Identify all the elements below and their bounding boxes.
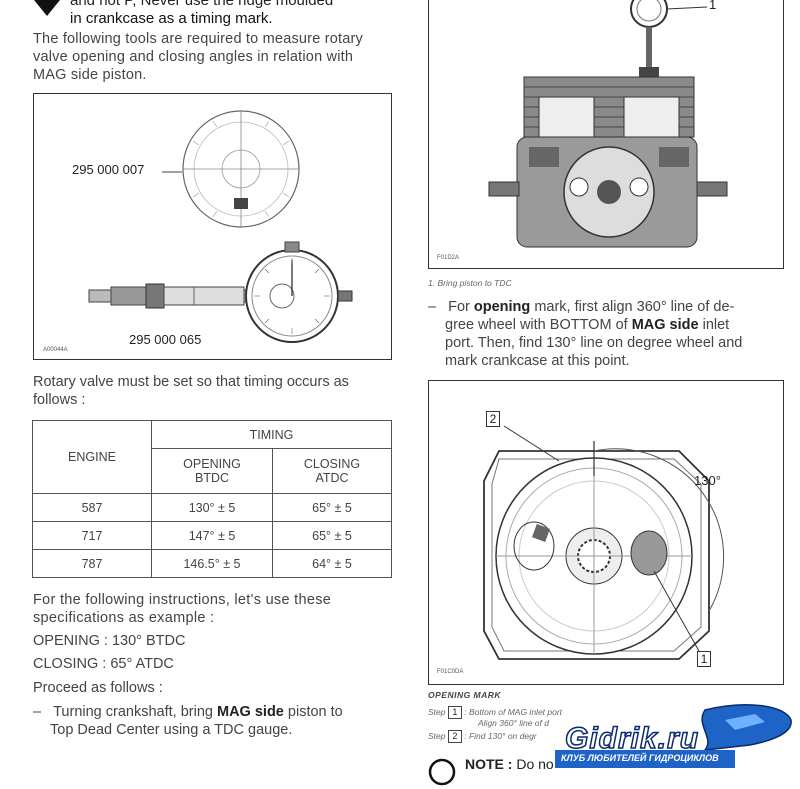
warning-line-1: and not P, Never use the ridge moulded bbox=[70, 0, 334, 9]
intro-line: valve opening and closing angles in rela… bbox=[33, 49, 354, 65]
opening-spec: OPENING : 130° BTDC bbox=[33, 633, 186, 649]
step-label: Step bbox=[428, 707, 446, 717]
table-row: 587 130° ± 5 65° ± 5 bbox=[32, 493, 392, 522]
step-label: Step bbox=[428, 731, 446, 741]
follow-line: For the following instructions, let's us… bbox=[33, 592, 332, 608]
instruction-text: inlet bbox=[702, 317, 730, 333]
jetski-logo-icon bbox=[555, 704, 792, 768]
instruction-text: gree wheel with BOTTOM of bbox=[445, 317, 628, 333]
closing-cell: 65° ± 5 bbox=[272, 521, 392, 550]
note-text: NOTE : Do no bbox=[465, 756, 554, 772]
follow-line: specifications as example : bbox=[33, 610, 215, 626]
instruction-text: Turning crankshaft, bring bbox=[53, 704, 213, 720]
table-row: 787 146.5° ± 5 64° ± 5 bbox=[32, 549, 392, 578]
figure-code: A00044A bbox=[43, 347, 68, 353]
engine-icon bbox=[488, 76, 728, 248]
step-2: Step 2 : Find 130° on degr bbox=[428, 730, 537, 743]
callout-1: 1 bbox=[697, 651, 711, 667]
opening-header-line: OPENING bbox=[183, 457, 241, 471]
closing-header: CLOSING ATDC bbox=[272, 448, 392, 494]
degree-wheel-part-number: 295 000 007 bbox=[72, 162, 145, 177]
instruction-text: For bbox=[448, 299, 470, 315]
timing-header: TIMING bbox=[151, 420, 392, 449]
dial-gauge-icon bbox=[88, 241, 353, 343]
rotary-line: Rotary valve must be set so that timing … bbox=[33, 374, 349, 390]
instruction-bold: opening bbox=[473, 299, 531, 315]
instruction-bold: MAG side bbox=[631, 317, 699, 333]
intro-paragraph: The following tools are required to meas… bbox=[33, 30, 393, 84]
rotary-paragraph: Rotary valve must be set so that timing … bbox=[33, 373, 393, 409]
callout-2: 2 bbox=[486, 411, 500, 427]
callout-1: 1 bbox=[709, 0, 717, 12]
figure-caption: 1. Bring piston to TDC bbox=[428, 278, 512, 288]
figure-title: OPENING MARK bbox=[428, 690, 502, 700]
gidrik-logo: Gidrik.ru КЛУБ ЛЮБИТЕЛЕЙ ГИДРОЦИКЛОВ bbox=[555, 700, 795, 775]
instruction-text: Top Dead Center using a TDC gauge. bbox=[50, 722, 293, 738]
closing-header-line: CLOSING bbox=[303, 457, 361, 471]
step-number: 1 bbox=[447, 706, 462, 719]
closing-cell: 64° ± 5 bbox=[272, 549, 392, 578]
tools-figure: 295 000 007 295 000 065 A00044A bbox=[33, 93, 392, 360]
step-text: : Find 130° on degr bbox=[464, 731, 537, 741]
instruction-line: mark crankcase at this point. bbox=[445, 353, 630, 369]
dial-gauge-part-number: 295 000 065 bbox=[129, 332, 202, 347]
step-text: : Bottom of MAG inlet port bbox=[464, 707, 563, 717]
instruction-line: port. Then, find 130° line on degree whe… bbox=[445, 335, 743, 351]
instruction-bold: MAG side bbox=[217, 704, 284, 720]
engine-illustration bbox=[488, 0, 728, 248]
warning-icon bbox=[34, 0, 60, 16]
logo-subtitle: КЛУБ ЛЮБИТЕЛЕЙ ГИДРОЦИКЛОВ bbox=[561, 753, 719, 763]
engine-cell: 587 bbox=[32, 493, 152, 522]
tdc-instruction: – Turning crankshaft, bring MAG side pis… bbox=[33, 703, 393, 739]
warning-line-2: in crankcase as a timing mark. bbox=[70, 10, 273, 27]
engine-header: ENGINE bbox=[32, 420, 152, 494]
logo-text: Gidrik.ru bbox=[564, 721, 700, 756]
note-body: Do no bbox=[516, 756, 554, 772]
step-1: Step 1 : Bottom of MAG inlet port bbox=[428, 706, 562, 719]
timing-table: ENGINE TIMING OPENING BTDC CLOSING ATDC … bbox=[32, 420, 392, 578]
opening-header: OPENING BTDC bbox=[151, 448, 273, 494]
rotary-line: follows : bbox=[33, 392, 86, 408]
closing-cell: 65° ± 5 bbox=[272, 493, 392, 522]
angle-label: 130° bbox=[694, 473, 721, 488]
intro-line: MAG side piston. bbox=[33, 67, 147, 83]
follow-paragraph: For the following instructions, let's us… bbox=[33, 591, 393, 627]
instruction-line: gree wheel with BOTTOM of MAG side inlet bbox=[445, 316, 788, 334]
step-number: 2 bbox=[447, 730, 462, 743]
closing-header-line: ATDC bbox=[315, 471, 349, 485]
opening-instruction: – For opening mark, first align 360° lin… bbox=[428, 298, 788, 370]
warning-text: and not P, Never use the ridge moulded i… bbox=[70, 0, 333, 28]
figure-code: F01C0DA bbox=[437, 669, 464, 675]
bullet-dash: – bbox=[33, 704, 42, 720]
intro-line: The following tools are required to meas… bbox=[33, 31, 363, 47]
degree-wheel-icon bbox=[495, 457, 693, 655]
opening-cell: 147° ± 5 bbox=[151, 521, 273, 550]
opening-cell: 130° ± 5 bbox=[151, 493, 273, 522]
engine-cell: 717 bbox=[32, 521, 152, 550]
engine-figure: 1 F01D2A bbox=[428, 0, 784, 269]
opening-mark-figure: 2 1 130° F01C0DA bbox=[428, 380, 784, 685]
opening-cell: 146.5° ± 5 bbox=[151, 549, 273, 578]
table-row: 717 147° ± 5 65° ± 5 bbox=[32, 521, 392, 550]
degree-wheel-icon bbox=[182, 110, 300, 228]
instruction-text: piston to bbox=[287, 704, 343, 720]
opening-mark-illustration bbox=[483, 425, 725, 660]
instruction-line: – For opening mark, first align 360° lin… bbox=[428, 298, 788, 316]
closing-spec: CLOSING : 65° ATDC bbox=[33, 656, 174, 672]
figure-code: F01D2A bbox=[437, 255, 460, 261]
tools-illustration bbox=[88, 110, 353, 343]
instruction-text: mark, first align 360° line of de- bbox=[534, 299, 735, 315]
proceed-text: Proceed as follows : bbox=[33, 680, 163, 696]
step-1-sub: Align 360° line of d bbox=[478, 718, 549, 728]
note-circle-icon bbox=[428, 758, 456, 786]
opening-header-line: BTDC bbox=[194, 471, 230, 485]
tdc-gauge-icon bbox=[630, 0, 668, 79]
bullet-dash: – bbox=[428, 299, 437, 315]
engine-cell: 787 bbox=[32, 549, 152, 578]
note-label: NOTE : bbox=[465, 756, 513, 772]
